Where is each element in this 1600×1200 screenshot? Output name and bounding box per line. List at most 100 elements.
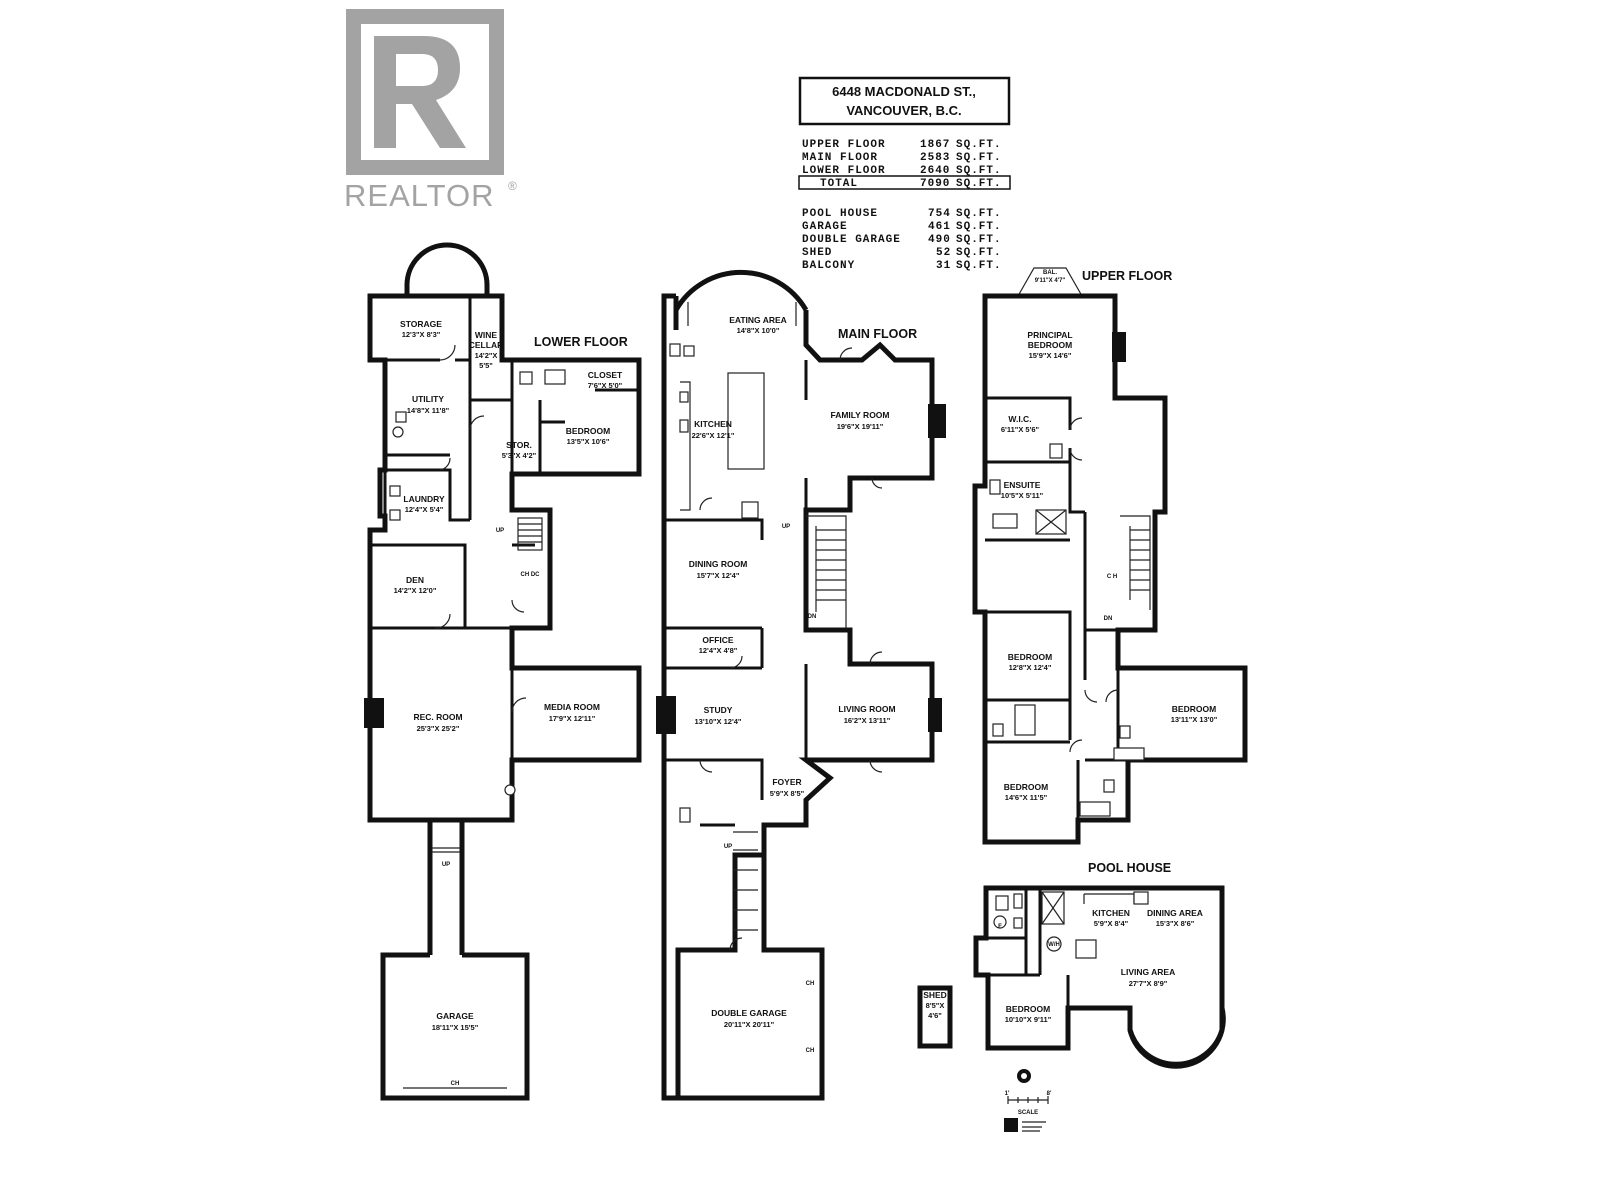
shed-dim: 8'5"X bbox=[926, 1001, 945, 1010]
upper-bedroom-2-label: BEDROOM bbox=[1008, 652, 1052, 662]
laundry-dryer-icon bbox=[389, 509, 401, 521]
principal-fireplace-icon bbox=[1112, 332, 1126, 362]
main-sink-1-icon bbox=[683, 345, 695, 357]
ensuite-sink-icon bbox=[989, 479, 1001, 495]
extra-value-garage: 461 bbox=[928, 221, 951, 233]
closet-label: CLOSET bbox=[588, 370, 623, 380]
laundry-label: LAUNDRY bbox=[403, 494, 445, 504]
cooktop-icon bbox=[679, 391, 689, 403]
lower-floor-plan: LOWER FLOOR UP CH DC UP CH bbox=[364, 242, 642, 1101]
extra-unit-pool: SQ.FT. bbox=[956, 208, 1002, 220]
rec-room-fireplace-icon bbox=[364, 698, 384, 728]
garage-ch-marker: CH bbox=[451, 1081, 460, 1087]
scale-left-marker: 1' bbox=[1005, 1091, 1010, 1097]
address-line-1: 6448 MACDONALD ST., bbox=[832, 84, 976, 99]
extra-value-pool: 754 bbox=[928, 208, 951, 220]
kitchen-sink-icon bbox=[679, 419, 689, 433]
area-table: UPPER FLOOR 1867 SQ.FT. MAIN FLOOR 2583 … bbox=[798, 139, 1011, 272]
wine-label-2: CELLAR bbox=[469, 340, 503, 350]
realtor-logo: REALTOR ® bbox=[344, 9, 517, 213]
wic-dim: 6'11"X 5'6" bbox=[1001, 425, 1040, 434]
furnace-icon bbox=[395, 411, 407, 423]
main-dn-marker: DN bbox=[808, 614, 817, 620]
family-room-fireplace-icon bbox=[928, 404, 946, 438]
extra-value-shed: 52 bbox=[936, 247, 951, 259]
pool-house-title: POOL HOUSE bbox=[1088, 861, 1171, 875]
pool-water-heater-icon bbox=[993, 915, 1007, 929]
extra-label-shed: SHED bbox=[802, 247, 832, 259]
wic-label: W.I.C. bbox=[1008, 414, 1031, 424]
extra-unit-shed: SQ.FT. bbox=[956, 247, 1002, 259]
balcony-dim: 9'11"X 4'7" bbox=[1035, 278, 1066, 284]
pool-toilet-icon bbox=[1013, 893, 1023, 909]
upper-floor-title: UPPER FLOOR bbox=[1082, 269, 1172, 283]
area-value-total: 7090 bbox=[920, 178, 950, 190]
registered-mark: ® bbox=[508, 179, 517, 193]
water-heater-icon bbox=[392, 426, 404, 438]
living-room-label: LIVING ROOM bbox=[838, 704, 895, 714]
pool-kitchen-dim: 5'9"X 8'4" bbox=[1094, 919, 1129, 928]
pool-counter-icon bbox=[1075, 939, 1097, 959]
ensuite-toilet-icon bbox=[1049, 443, 1063, 459]
extra-label-balcony: BALCONY bbox=[802, 260, 855, 272]
lower-bedroom-dim: 13'5"X 10'6" bbox=[567, 437, 610, 446]
drafter-logo-icon bbox=[1004, 1118, 1018, 1132]
upper-bedroom-4-dim: 14'6"X 11'5" bbox=[1005, 793, 1048, 802]
den-dim: 14'2"X 12'0" bbox=[394, 586, 437, 595]
rec-room-fixture-icon bbox=[504, 784, 516, 796]
principal-bedroom-label: PRINCIPAL bbox=[1027, 330, 1072, 340]
realtor-wordmark: REALTOR bbox=[344, 178, 495, 213]
area-unit-total: SQ.FT. bbox=[956, 178, 1002, 190]
upper-bedroom-3-label: BEDROOM bbox=[1172, 704, 1216, 714]
area-label-upper: UPPER FLOOR bbox=[802, 139, 886, 151]
upper-bedroom-4-label: BEDROOM bbox=[1004, 782, 1048, 792]
utility-dim: 14'8"X 11'8" bbox=[407, 406, 450, 415]
double-garage-label: DOUBLE GARAGE bbox=[711, 1008, 787, 1018]
ensuite-label: ENSUITE bbox=[1004, 480, 1041, 490]
living-room-fireplace-icon bbox=[928, 698, 942, 732]
upper-bath-2-tub-icon bbox=[1113, 747, 1145, 761]
laundry-washer-icon bbox=[389, 485, 401, 497]
rec-room-dim: 25'3"X 25'2" bbox=[417, 724, 460, 733]
area-value-lower: 2640 bbox=[920, 165, 950, 177]
extra-unit-double-garage: SQ.FT. bbox=[956, 234, 1002, 246]
dgarage-ch-marker-1: CH bbox=[806, 981, 815, 987]
area-label-lower: LOWER FLOOR bbox=[802, 165, 886, 177]
shed-dim-2: 4'6" bbox=[928, 1011, 942, 1020]
upper-bath-1-tub-icon bbox=[1014, 704, 1036, 736]
storage-label: STORAGE bbox=[400, 319, 442, 329]
office-dim: 12'4"X 4'8" bbox=[699, 646, 738, 655]
garage-up-marker: UP bbox=[442, 862, 450, 868]
pool-sink-icon bbox=[1013, 917, 1023, 929]
pool-dining-dim: 15'3"X 8'6" bbox=[1156, 919, 1195, 928]
shed-plan: SHED 8'5"X 4'6" bbox=[917, 985, 953, 1049]
pool-wh-marker: W/H bbox=[1048, 942, 1060, 948]
family-room-dim: 19'6"X 19'11" bbox=[837, 422, 884, 431]
den-label: DEN bbox=[406, 575, 424, 585]
pool-bedroom-label: BEDROOM bbox=[1006, 1004, 1050, 1014]
ensuite-tub-icon bbox=[992, 513, 1018, 529]
garage-label: GARAGE bbox=[436, 1011, 474, 1021]
area-label-total: TOTAL bbox=[820, 178, 858, 190]
kitchen-dim: 22'6"X 12'1" bbox=[692, 431, 735, 440]
main-entry-up-marker: UP bbox=[724, 844, 732, 850]
closet-dim: 7'6"X 5'0" bbox=[588, 381, 623, 390]
study-fireplace-icon bbox=[656, 696, 676, 734]
eating-area-label: EATING AREA bbox=[729, 315, 787, 325]
total-row-box bbox=[798, 175, 1011, 190]
pool-kitchen-label: KITCHEN bbox=[1092, 908, 1130, 918]
main-toilet-2-icon bbox=[679, 807, 691, 823]
kitchen-pantry-icon bbox=[741, 501, 759, 519]
garage-dim: 18'11"X 15'5" bbox=[432, 1023, 479, 1032]
upper-bath-2-toilet-icon bbox=[1119, 725, 1131, 739]
shed-label: SHED bbox=[923, 990, 947, 1000]
main-toilet-1-icon bbox=[669, 343, 681, 357]
lower-ch-dc-marker: CH DC bbox=[521, 572, 541, 578]
pool-bedroom-dim: 10'10"X 9'11" bbox=[1005, 1015, 1052, 1024]
upper-floor-plan: UPPER FLOOR BAL. 9'11"X 4'7" C H DN P bbox=[972, 267, 1248, 845]
stor-label: STOR. bbox=[506, 440, 532, 450]
extra-label-garage: GARAGE bbox=[802, 221, 848, 233]
wine-label: WINE bbox=[475, 330, 498, 340]
pool-wh-icon bbox=[1046, 936, 1062, 952]
